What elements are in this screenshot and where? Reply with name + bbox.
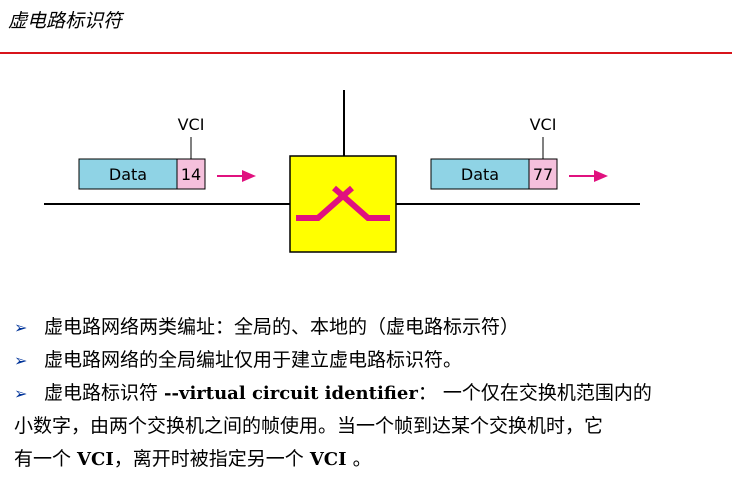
bullet-item: ➢虚电路网络的全局编址仅用于建立虚电路标识符。: [14, 344, 726, 377]
right-data-label: Data: [461, 165, 499, 184]
left-vci-value: 14: [181, 165, 201, 184]
bullet-list: ➢虚电路网络两类编址：全局的、本地的（虚电路标示符） ➢虚电路网络的全局编址仅用…: [14, 311, 726, 476]
left-direction-arrow: [217, 170, 256, 182]
bullet-item: ➢虚电路标识符 --virtual circuit identifier： 一个…: [14, 377, 726, 410]
bullet-continuation: 有一个 VCI，离开时被指定另一个 VCI 。: [14, 448, 372, 470]
right-vci-caption: VCI: [530, 115, 557, 134]
title-underline: [0, 52, 732, 54]
bullet-arrow-icon: ➢: [14, 318, 28, 337]
left-data-field: [78, 158, 178, 190]
vci-switch-diagram: Data 14 VCI Data 77 VCI: [44, 90, 640, 253]
left-vci-field: [176, 158, 206, 190]
page-title: 虚电路标识符: [8, 10, 123, 32]
vci-term-english: --virtual circuit identifier: [164, 383, 418, 404]
bullet-continuation: 小数字，由两个交换机之间的帧使用。当一个帧到达某个交换机时，它: [14, 415, 604, 437]
switch-box: [289, 155, 397, 253]
switch-crossover-icon: [296, 185, 390, 221]
left-vci-caption: VCI: [178, 115, 205, 134]
right-vci-value: 77: [533, 165, 553, 184]
bullet-item: ➢虚电路网络两类编址：全局的、本地的（虚电路标示符）: [14, 311, 726, 344]
left-data-label: Data: [109, 165, 147, 184]
bullet-arrow-icon: ➢: [14, 384, 28, 403]
bullet-arrow-icon: ➢: [14, 351, 28, 370]
right-direction-arrow: [569, 170, 608, 182]
